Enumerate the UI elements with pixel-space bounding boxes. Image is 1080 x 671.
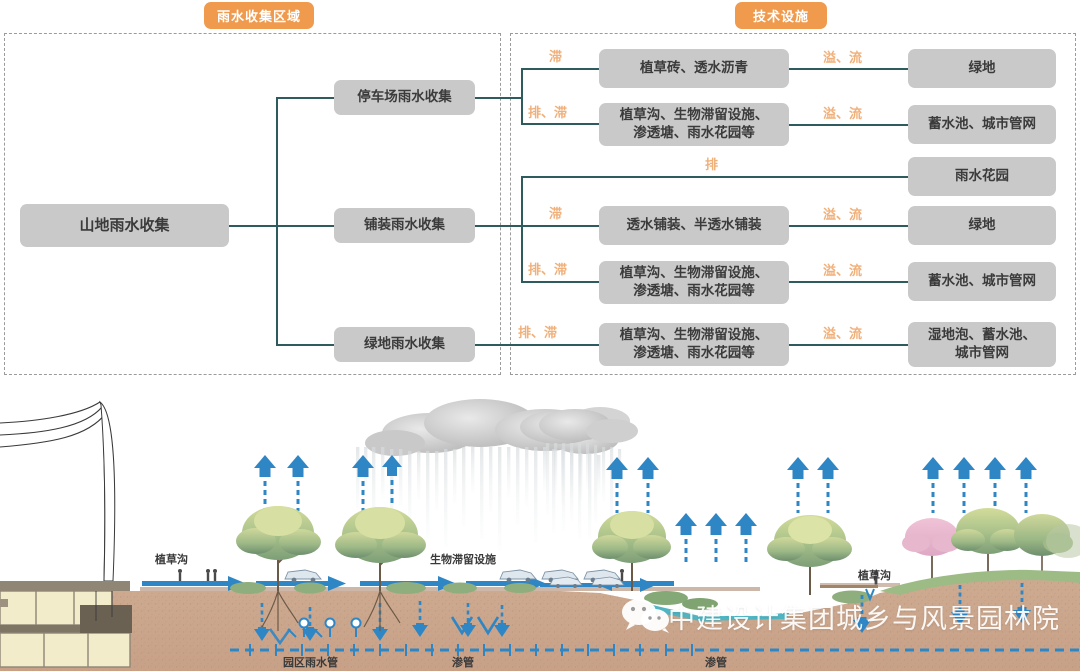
wechat-logo-icon bbox=[620, 599, 672, 637]
edge-paving-out bbox=[475, 225, 522, 227]
node-output-wetland-label: 湿地泡、蓄水池、 城市管网 bbox=[928, 326, 1036, 361]
shrubs bbox=[230, 582, 872, 610]
illustration-svg bbox=[0, 385, 1080, 671]
flow-label-yiliu-4: 溢、流 bbox=[823, 264, 863, 279]
node-facility-bioretention-2: 植草沟、生物滞留设施、 渗透塘、雨水花园等 bbox=[599, 261, 789, 304]
building-section bbox=[0, 581, 132, 668]
region-technical-facility bbox=[510, 33, 1076, 375]
illus-label-infiltration-pipe-1: 渗管 bbox=[452, 656, 474, 669]
node-facility-bioretention-3: 植草沟、生物滞留设施、 渗透塘、雨水花园等 bbox=[599, 323, 789, 366]
edge-paving-split bbox=[521, 176, 523, 282]
tree-roots bbox=[261, 590, 401, 631]
edge-parking-zhi bbox=[521, 68, 599, 70]
flow-label-paizhi-3: 排、滞 bbox=[518, 326, 558, 341]
node-facility-bioretention-2-label: 植草沟、生物滞留设施、 渗透塘、雨水花园等 bbox=[619, 264, 769, 299]
badge-collection-area: 雨水收集区域 bbox=[204, 2, 314, 29]
flow-label-yiliu-5: 溢、流 bbox=[823, 327, 863, 342]
edge-paving-pai bbox=[521, 176, 908, 178]
flow-label-yiliu-3: 溢、流 bbox=[823, 208, 863, 223]
edge-drain bbox=[95, 591, 113, 621]
node-output-greenland-2: 绿地 bbox=[908, 206, 1056, 245]
node-output-greenland-1: 绿地 bbox=[908, 49, 1056, 88]
hill-grass bbox=[880, 569, 1080, 595]
illus-label-swale-left: 植草沟 bbox=[155, 553, 188, 566]
region-collection-area bbox=[4, 33, 501, 375]
illus-label-park-storm-pipe: 园区雨水管 bbox=[283, 656, 338, 669]
node-facility-bioretention-3-label: 植草沟、生物滞留设施、 渗透塘、雨水花园等 bbox=[619, 326, 769, 361]
edge-fac1-out bbox=[789, 68, 908, 70]
edge-parking-out bbox=[475, 97, 522, 99]
trees bbox=[236, 506, 1080, 595]
node-branch-greenland: 绿地雨水收集 bbox=[334, 327, 475, 362]
flow-label-yiliu-1: 溢、流 bbox=[823, 51, 863, 66]
edge-parking-paizhi bbox=[521, 123, 599, 125]
node-output-wetland: 湿地泡、蓄水池、 城市管网 bbox=[908, 322, 1056, 367]
illus-label-bioretention: 生物滞留设施 bbox=[430, 553, 496, 566]
flow-label-yiliu-2: 溢、流 bbox=[823, 107, 863, 122]
illus-label-infiltration-pipe-2: 渗管 bbox=[705, 656, 727, 669]
node-output-cistern-2: 蓄水池、城市管网 bbox=[908, 262, 1056, 301]
right-swale bbox=[820, 585, 878, 602]
perforated-pipe-ticks bbox=[249, 644, 693, 656]
water-body bbox=[648, 604, 790, 621]
node-output-rain-garden: 雨水花园 bbox=[908, 157, 1056, 196]
node-facility-permeable-paving: 透水铺装、半透水铺装 bbox=[599, 206, 789, 245]
flow-label-zhi-2: 滞 bbox=[549, 207, 563, 222]
flow-label-pai: 排 bbox=[705, 158, 719, 173]
edge-to-greenland bbox=[276, 344, 334, 346]
node-facility-permeable-brick: 植草砖、透水沥青 bbox=[599, 49, 789, 88]
edge-fac5-out bbox=[789, 344, 908, 346]
badge-technical-facility: 技术设施 bbox=[735, 2, 827, 29]
node-root: 山地雨水收集 bbox=[20, 204, 229, 247]
edge-to-paving bbox=[276, 225, 334, 227]
edge-fac2-out bbox=[789, 124, 908, 126]
edge-fac4-out bbox=[789, 281, 908, 283]
node-facility-bioretention-1-label: 植草沟、生物滞留设施、 渗透塘、雨水花园等 bbox=[619, 106, 769, 141]
bioretention-vees bbox=[268, 616, 500, 646]
edge-paving-zhi bbox=[521, 225, 599, 227]
node-branch-paving: 铺装雨水收集 bbox=[334, 208, 475, 243]
storm-pipe-nodes bbox=[287, 617, 362, 638]
flow-label-zhi-1: 滞 bbox=[549, 50, 563, 65]
edge-parking-split bbox=[521, 68, 523, 124]
section-illustration: 植草沟 生物滞留设施 园区雨水管 渗管 渗管 植草沟 中建设计集团城乡与风景园林… bbox=[0, 385, 1080, 671]
edge-fac3-out bbox=[789, 225, 908, 227]
evaporation-arrows bbox=[254, 455, 1037, 565]
node-facility-bioretention-1: 植草沟、生物滞留设施、 渗透塘、雨水花园等 bbox=[599, 103, 789, 146]
infiltration-arrows bbox=[254, 583, 1031, 641]
flow-label-paizhi-2: 排、滞 bbox=[528, 263, 568, 278]
watermark-text: 中建设计集团城乡与风景园林院 bbox=[668, 604, 1060, 635]
edge-to-parking bbox=[276, 97, 334, 99]
node-output-cistern-1: 蓄水池、城市管网 bbox=[908, 105, 1056, 144]
edge-branch-spine bbox=[276, 97, 278, 345]
rain-cloud-2 bbox=[539, 409, 638, 539]
illus-label-swale-right: 植草沟 bbox=[858, 569, 891, 582]
edge-root-out bbox=[229, 225, 277, 227]
cars bbox=[284, 569, 625, 588]
edge-greenland-out bbox=[475, 344, 599, 346]
edge-paving-paizhi bbox=[521, 281, 599, 283]
node-branch-parking: 停车场雨水收集 bbox=[334, 80, 475, 115]
pedestrians bbox=[178, 569, 879, 585]
flow-label-paizhi-1: 排、滞 bbox=[528, 106, 568, 121]
